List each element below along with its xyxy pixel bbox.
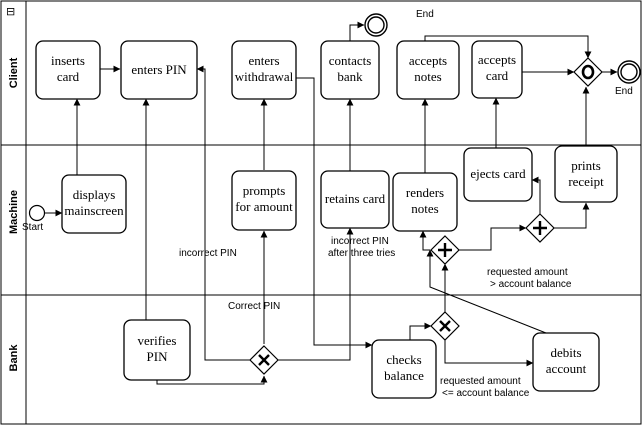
exclusive-x-icon xyxy=(258,354,270,366)
start-event-label: Start xyxy=(22,222,43,233)
label-correct-pin: Correct PIN xyxy=(228,301,280,312)
label-amount-less-equal-line2: <= account balance xyxy=(442,388,530,399)
flow-split-to-join xyxy=(459,224,527,251)
parallel-plus-icon xyxy=(438,243,452,257)
svg-text:retains card: retains card xyxy=(325,191,386,206)
flow-join-to-ejects xyxy=(531,176,541,214)
gateway-parallel-join[interactable] xyxy=(525,213,555,243)
label-incorrect-pin-three-tries-line2: after three tries xyxy=(328,248,395,259)
flow-checks-to-gateway xyxy=(409,322,432,340)
lane-label-bank: Bank xyxy=(8,344,20,372)
gateway-final-join[interactable] xyxy=(573,57,603,87)
flow-accepts-notes-to-end-gateway xyxy=(424,35,592,59)
label-amount-less-equal-line1: requested amount xyxy=(440,376,521,387)
label-amount-greater-line2: > account balance xyxy=(490,279,572,290)
lane-label-machine: Machine xyxy=(8,190,20,234)
end-event-final-label: End xyxy=(615,86,633,97)
label-incorrect-pin: incorrect PIN xyxy=(179,248,237,259)
flow-enters-withdrawal-to-checks xyxy=(296,77,373,349)
exclusive-x-icon xyxy=(439,320,451,332)
start-event[interactable] xyxy=(28,204,46,222)
svg-text:ejects card: ejects card xyxy=(470,166,526,181)
end-event-contacts[interactable] xyxy=(364,13,388,37)
svg-text:enters PIN: enters PIN xyxy=(131,62,187,77)
task-enters-pin[interactable]: enters PIN xyxy=(120,40,198,100)
flow-debits-to-parallel-join xyxy=(426,249,547,334)
label-amount-greater-line1: requested amount xyxy=(487,267,568,278)
task-retains-card[interactable]: retains card xyxy=(320,170,390,229)
task-ejects-card[interactable]: ejects card xyxy=(463,147,533,202)
flow-three-tries-to-retains xyxy=(278,227,354,361)
flow-split-to-renders xyxy=(419,230,430,251)
sequence-flows xyxy=(45,21,618,385)
label-incorrect-pin-three-tries-line1: incorrect PIN xyxy=(331,236,389,247)
lane-label-client: Client xyxy=(8,57,20,88)
flow-incorrect-pin xyxy=(196,65,250,361)
end-event-contacts-label: End xyxy=(416,9,434,20)
inclusive-circle-icon xyxy=(581,64,595,80)
gateway-balance-check[interactable] xyxy=(430,311,460,341)
pool-collapse-icon[interactable]: ⊟ xyxy=(6,5,15,18)
flow-join-to-prints xyxy=(554,202,590,229)
gateway-pin-check[interactable] xyxy=(249,345,279,375)
gateway-parallel-split[interactable] xyxy=(430,235,460,265)
flow-contacts-to-end xyxy=(349,21,365,41)
flow-gateway-to-debits xyxy=(444,340,534,367)
parallel-plus-icon xyxy=(533,221,547,235)
end-event-final[interactable] xyxy=(617,60,641,84)
flow-verifies-to-gateway xyxy=(156,375,268,385)
